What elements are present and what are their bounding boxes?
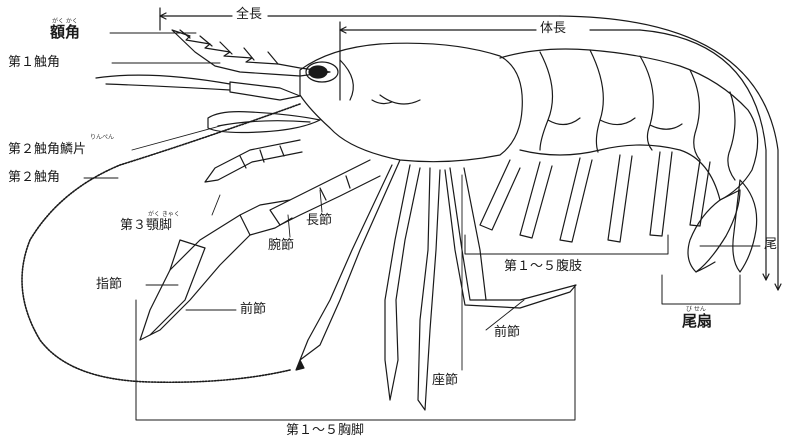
maxilliped-ruby: がく きゃく <box>148 211 180 218</box>
merus-label: 長節 <box>306 214 332 228</box>
carapace <box>300 43 522 161</box>
antennal-scale-label: 第２触角鱗片 <box>8 143 86 157</box>
pereiopod-bracket <box>136 285 575 420</box>
total-length-label: 全長 <box>236 8 262 22</box>
pleopods-label: 第１～５腹肢 <box>504 260 582 274</box>
pleopod-bracket <box>465 235 668 254</box>
tail-fan-label: 尾扇 <box>682 314 712 328</box>
first-antenna <box>96 75 300 100</box>
rostrum-label: 額角 <box>50 25 80 39</box>
leader-lines <box>84 33 760 370</box>
body-length-label: 体長 <box>540 22 566 36</box>
propodus-leg-label: 前節 <box>494 326 520 340</box>
first-antenna-label: 第１触角 <box>8 56 60 70</box>
pereiopods-label: 第１～５胸脚 <box>286 424 364 438</box>
propodus-claw-label: 前節 <box>240 303 266 317</box>
antennal-scale-ruby: りんぺん <box>90 134 114 141</box>
telson-partial-label: 尾 <box>764 238 777 252</box>
uropod-bracket <box>662 275 740 304</box>
dactyl-label: 指節 <box>96 278 122 292</box>
pleopods <box>480 152 710 242</box>
third-maxilliped-label: 第３顎脚 <box>120 219 172 233</box>
ischium-label: 座節 <box>432 374 458 388</box>
carpus-label: 腕節 <box>268 239 294 253</box>
third-maxilliped <box>205 140 302 182</box>
second-antenna-label: 第２触角 <box>8 171 60 185</box>
